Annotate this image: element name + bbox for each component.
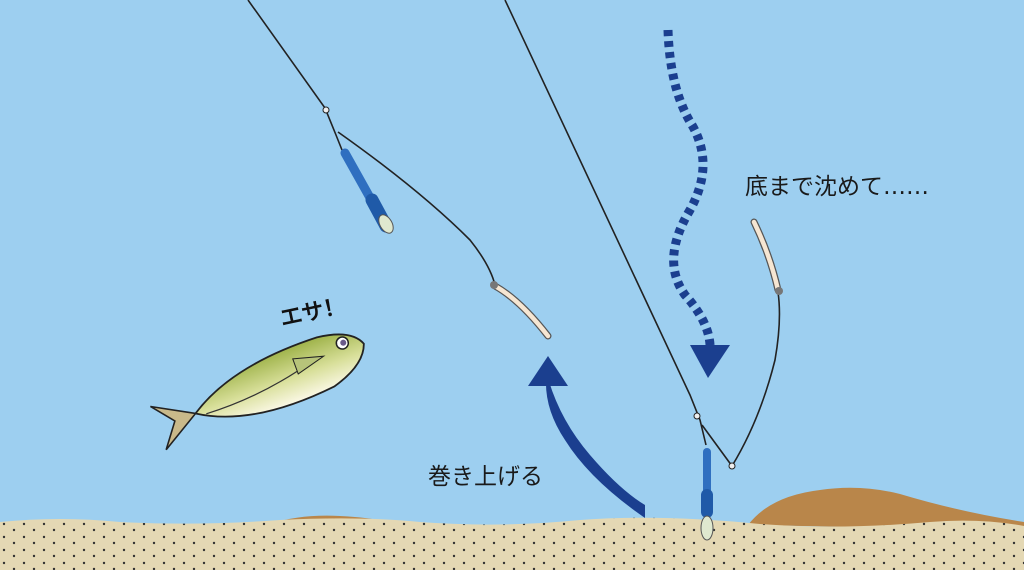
fishing-line [504, 0, 707, 446]
sink-arrow [663, 29, 730, 378]
swivel-icon [693, 412, 701, 420]
bait-worm-body [492, 283, 551, 339]
horse-mackerel-fish [150, 333, 365, 451]
reel-up-arrow [528, 356, 645, 518]
fish-body [194, 333, 365, 418]
sink-label: 底まで沈めて…… [745, 174, 929, 200]
fish-tail [150, 405, 198, 451]
arrow-head-up-icon [528, 356, 568, 386]
dashed-path [663, 29, 715, 353]
left-rig [247, 0, 552, 340]
hook-icon [490, 281, 498, 289]
swivel-icon [322, 106, 330, 114]
arrow-head-down-icon [690, 345, 730, 378]
swivel-icon [728, 462, 736, 470]
mud-mound-right [748, 487, 1024, 530]
fish-fin [292, 355, 326, 375]
sandy-seabed [0, 517, 1024, 570]
bait-worm-body [751, 219, 781, 293]
leader-line [337, 131, 496, 286]
sinker-tip-icon [700, 515, 714, 541]
sinker-tip-icon [378, 214, 394, 234]
hook-icon [775, 287, 783, 295]
fish-pupil [340, 339, 347, 346]
reel-label: 巻き上げる [428, 464, 543, 490]
leader-line [701, 291, 781, 468]
right-rig [504, 0, 783, 541]
curved-arrow-body [545, 378, 645, 518]
fishing-line [247, 0, 343, 151]
